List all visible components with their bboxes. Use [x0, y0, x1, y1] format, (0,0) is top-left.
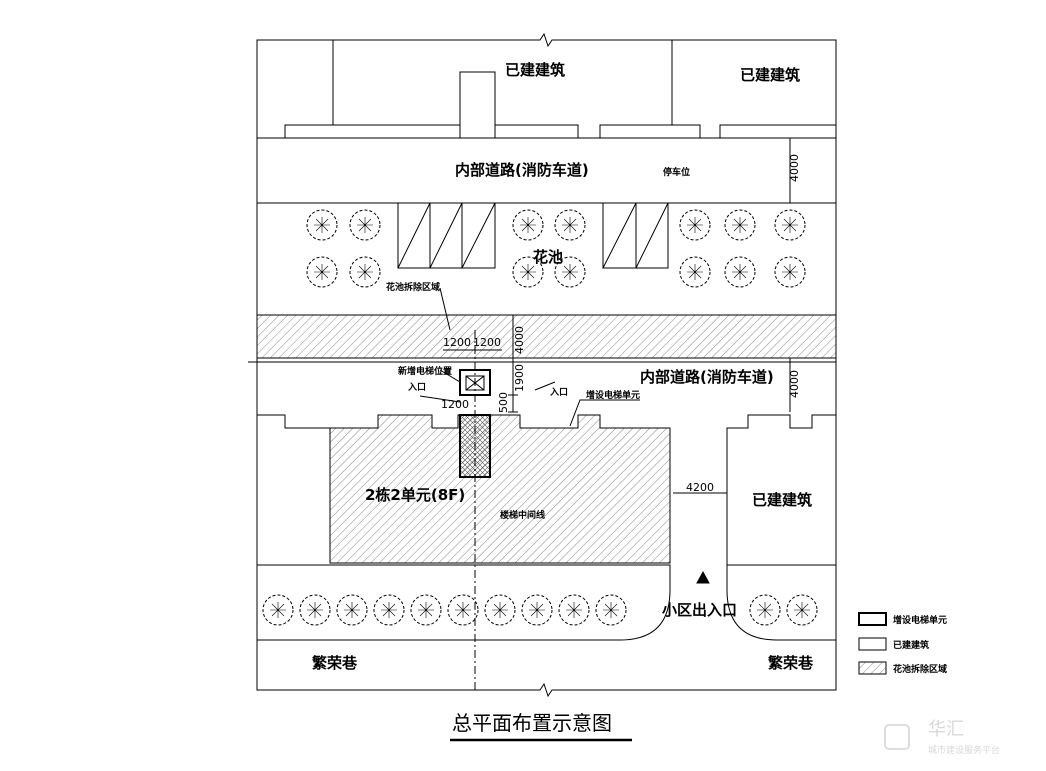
label-entrance-left: 入口 [407, 382, 426, 393]
label-building-unit: 2栋2单元(8F) [365, 486, 465, 504]
site-boundary [256, 32, 837, 698]
label-added-elevator: 增设电梯单元 [586, 389, 640, 401]
label-existing-building-2: 已建建筑 [740, 66, 800, 84]
label-lane-left: 繁荣巷 [311, 654, 358, 672]
label-existing-building-3: 已建建筑 [752, 491, 812, 509]
label-lane-right: 繁荣巷 [767, 654, 814, 672]
dim-4200: 4200 [686, 481, 714, 494]
watermark-brand: 华汇 [928, 719, 964, 740]
dim-500: 500 [497, 392, 510, 413]
legend-item-1: 增设电梯单元 [893, 614, 947, 626]
label-stair-centerline: 楼梯中间线 [500, 509, 545, 521]
dim-4000-top: 4000 [788, 154, 801, 182]
existing-building-top [257, 40, 836, 139]
stair-block [459, 71, 496, 139]
label-community-exit: 小区出入口 [662, 601, 737, 619]
label-new-elevator: 新增电梯位置 [398, 365, 452, 377]
dim-1900: 1900 [513, 364, 526, 392]
label-internal-road-2: 内部道路(消防车道) [640, 368, 774, 386]
drawing-title: 总平面布置示意图 [452, 711, 612, 735]
label-parking: 停车位 [663, 166, 690, 178]
label-existing-building-1: 已建建筑 [505, 61, 565, 79]
legend-item-3: 花池拆除区域 [893, 663, 947, 675]
dim-1200-a: 1200 [443, 336, 471, 349]
dim-1200-b: 1200 [473, 336, 501, 349]
label-entrance-right: 入口 [549, 387, 568, 398]
legend [858, 612, 887, 675]
watermark-tagline: 城市建设服务平台 [928, 744, 1000, 756]
dim-4000-road: 4000 [788, 370, 801, 398]
existing-building-left [257, 414, 330, 429]
dim-4000-strip: 4000 [513, 326, 526, 354]
label-internal-road-1: 内部道路(消防车道) [455, 161, 589, 179]
parking-spaces [397, 202, 669, 269]
label-flower-bed-removal: 花池拆除区域 [386, 281, 440, 293]
legend-item-2: 已建建筑 [893, 639, 929, 651]
building-2-2 [329, 414, 671, 564]
label-flower-bed: 花池 [533, 248, 563, 266]
dim-1200-c: 1200 [441, 398, 469, 411]
existing-building-right [726, 414, 836, 566]
flower-bed-removal-area [256, 314, 837, 359]
watermark-logo-icon [884, 724, 910, 750]
